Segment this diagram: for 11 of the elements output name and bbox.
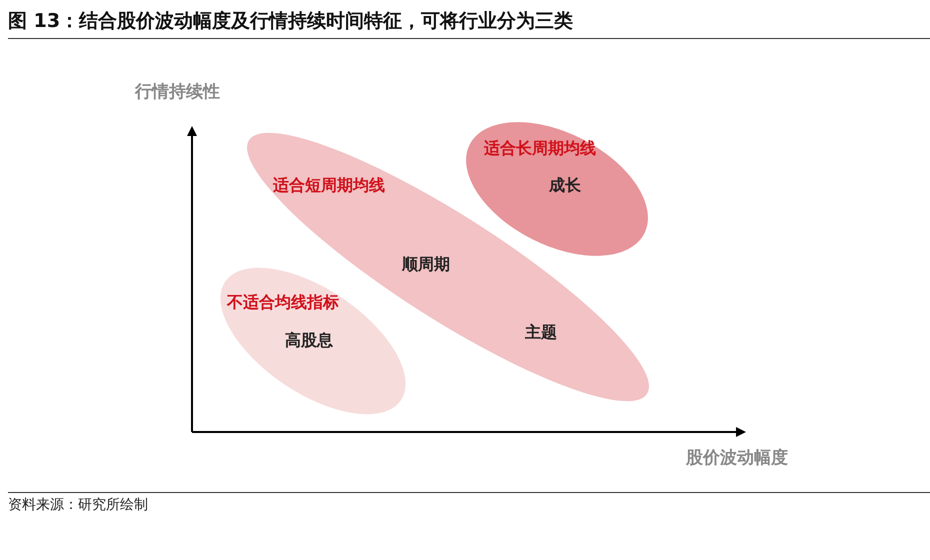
suitability-label: 不适合均线指标 [227,292,339,314]
source-note: 资料来源：研究所绘制 [8,496,148,514]
category-label: 成长 [549,176,581,196]
y-axis-label: 行情持续性 [135,81,220,103]
suitability-label: 适合长周期均线 [484,138,596,160]
category-label: 主题 [525,322,557,344]
x-axis-label: 股价波动幅度 [686,447,788,469]
suitability-label: 适合短周期均线 [273,176,385,196]
figure-title: 图 13：结合股价波动幅度及行情持续时间特征，可将行业分为三类 [8,9,574,34]
category-label: 顺周期 [402,254,450,276]
category-label: 高股息 [285,330,333,352]
